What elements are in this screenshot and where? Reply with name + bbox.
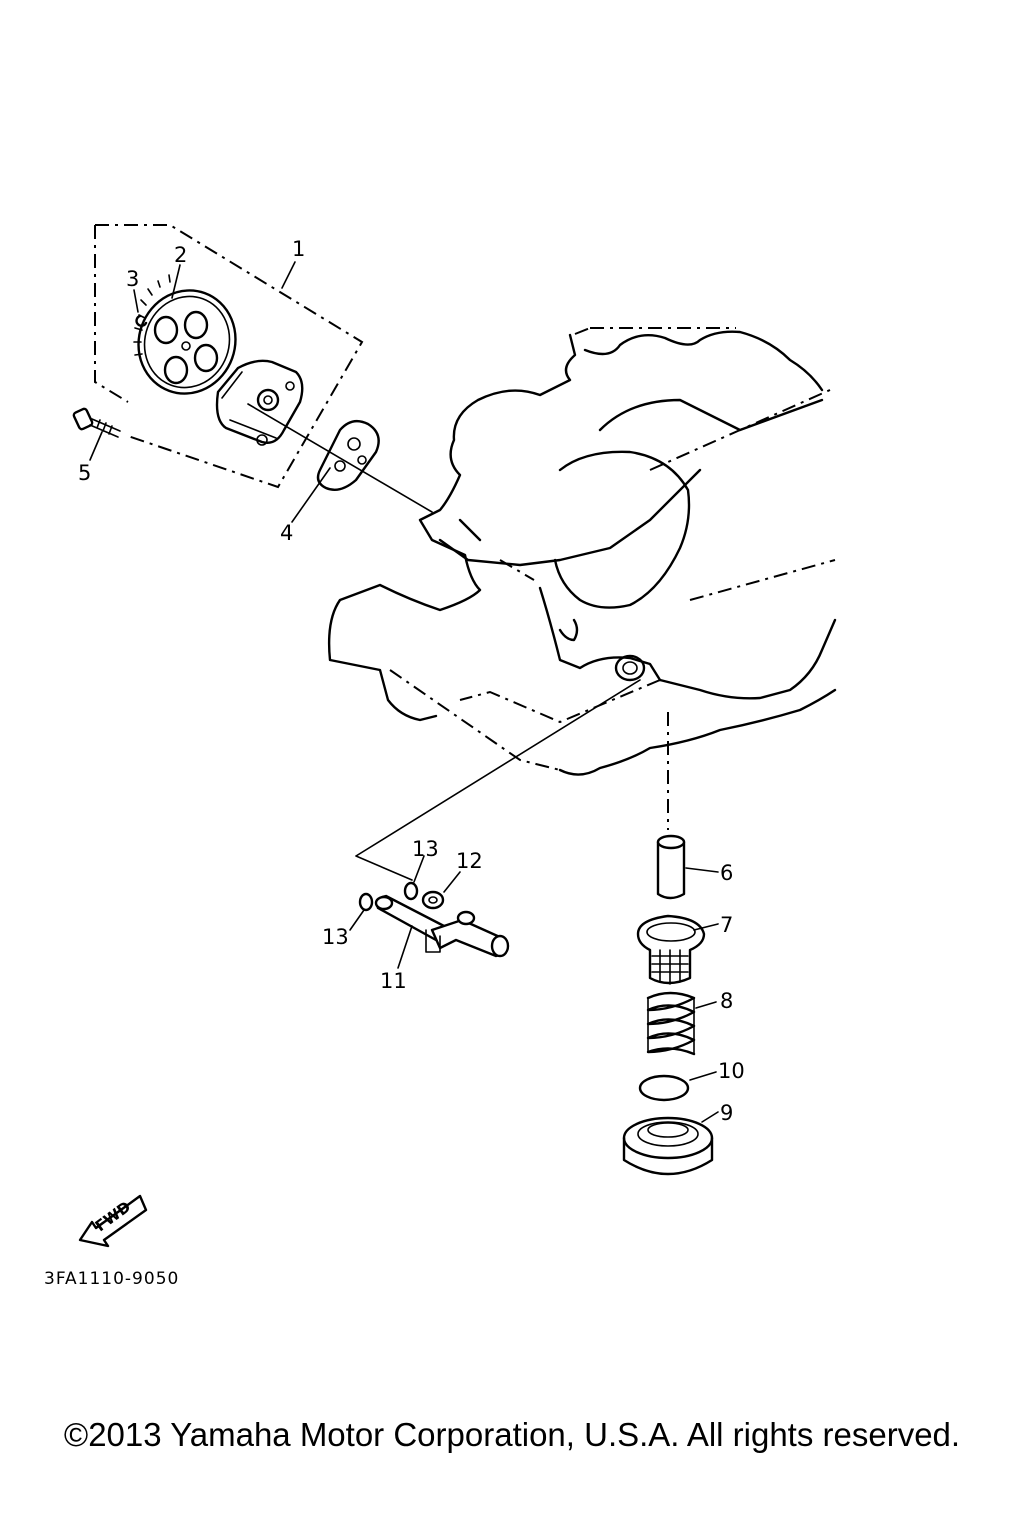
collar xyxy=(656,834,686,900)
callout-1: 1 xyxy=(292,237,305,261)
callout-7: 7 xyxy=(720,913,733,937)
o-ring-small xyxy=(358,881,419,912)
strainer xyxy=(636,914,706,985)
exploded-view-drawing: FWD 1 2 3 4 5 6 7 8 9 10 11 12 13 13 3FA… xyxy=(44,224,837,1289)
leader-lines xyxy=(89,261,719,1123)
oil-delivery-pipe xyxy=(374,894,510,958)
circlip xyxy=(135,314,148,327)
callout-2: 2 xyxy=(174,243,187,267)
diagram-code: 3FA1110-9050 xyxy=(44,1269,179,1289)
callout-4: 4 xyxy=(280,521,293,545)
copyright-notice: ©2013 Yamaha Motor Corporation, U.S.A. A… xyxy=(63,1416,961,1453)
oil-pump-body xyxy=(215,359,304,446)
drain-plug xyxy=(622,1116,714,1176)
fwd-arrow-icon: FWD xyxy=(78,1194,148,1248)
crankcase-outline xyxy=(327,327,837,776)
callout-13-upper: 13 xyxy=(412,837,439,861)
callout-6: 6 xyxy=(720,861,733,885)
callout-9: 9 xyxy=(720,1101,733,1125)
callout-11: 11 xyxy=(380,969,407,993)
spring xyxy=(646,991,696,1056)
callout-3: 3 xyxy=(126,267,139,291)
pipe-clip xyxy=(421,890,445,910)
callout-5: 5 xyxy=(78,461,91,485)
assembly-line xyxy=(247,403,433,513)
gasket xyxy=(316,419,380,491)
callout-10: 10 xyxy=(718,1059,745,1083)
bolt xyxy=(72,407,121,438)
callout-8: 8 xyxy=(720,989,733,1013)
oil-pump-gear xyxy=(133,274,237,395)
callout-13-lower: 13 xyxy=(322,925,349,949)
callout-12: 12 xyxy=(456,849,483,873)
assembly-line xyxy=(355,679,641,881)
pump-assembly-boundary xyxy=(94,224,364,489)
o-ring xyxy=(638,1074,690,1102)
